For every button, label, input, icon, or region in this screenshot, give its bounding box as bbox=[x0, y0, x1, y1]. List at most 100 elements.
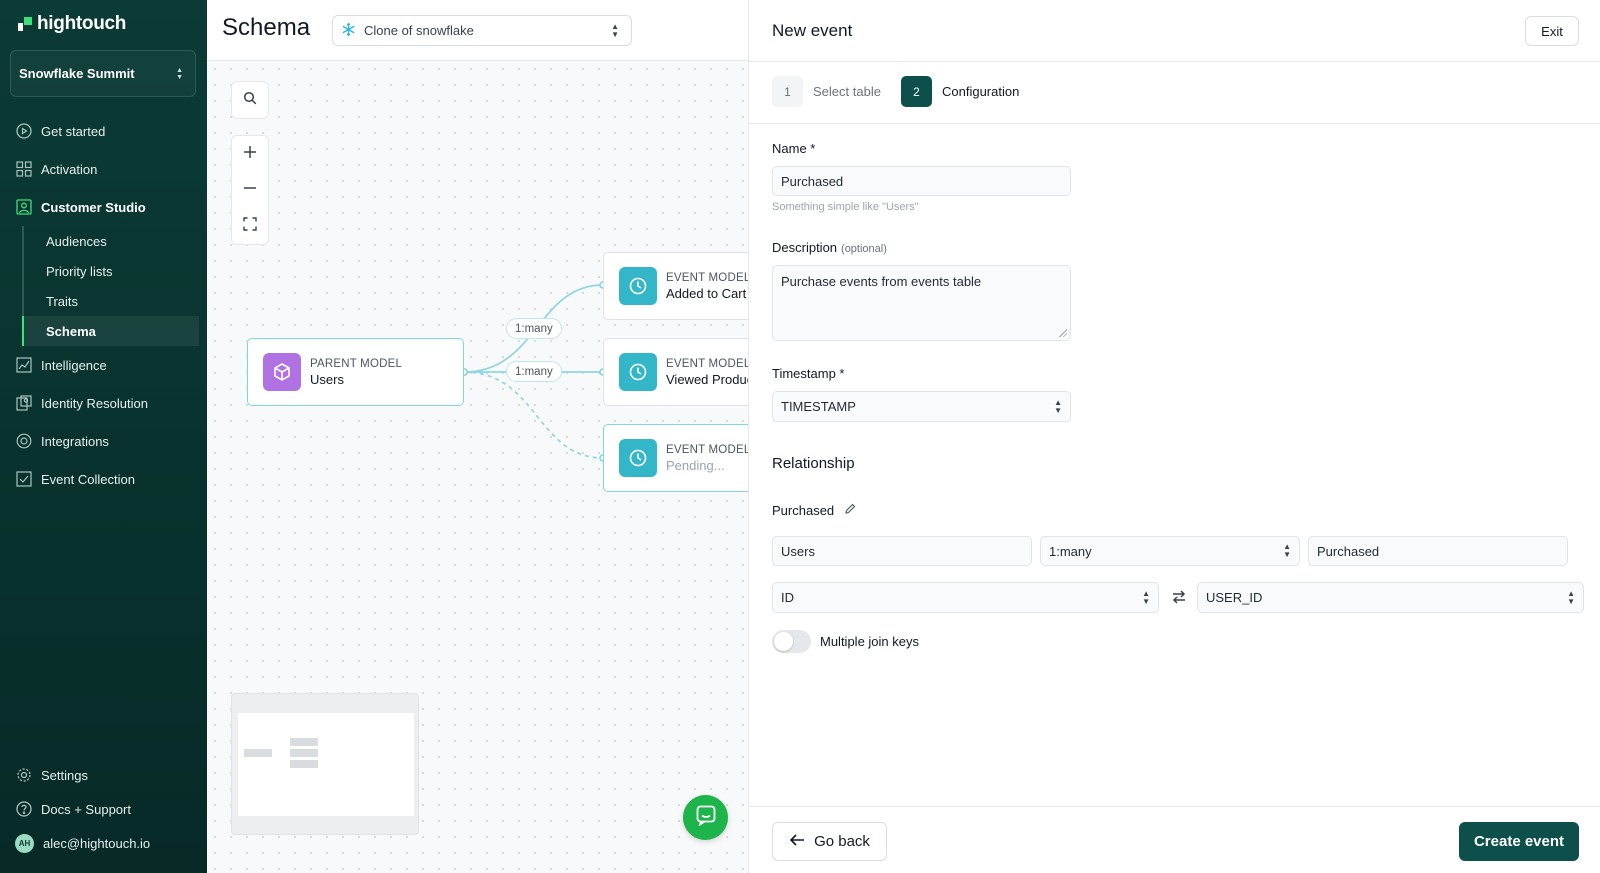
to-join-key-select[interactable]: USER_ID ▲▼ bbox=[1197, 582, 1584, 613]
timestamp-select[interactable]: TIMESTAMP ▲▼ bbox=[772, 391, 1071, 422]
node-name: Added to Cart bbox=[666, 285, 747, 301]
zoom-out-button[interactable] bbox=[232, 172, 268, 208]
multiple-join-keys-toggle[interactable] bbox=[772, 630, 811, 653]
chart-icon bbox=[15, 357, 32, 374]
sidebar: hightouch Snowflake Summit ▲▼ Get starte… bbox=[0, 0, 207, 873]
timestamp-label: Timestamp * bbox=[772, 366, 845, 381]
chevron-up-down-icon: ▲▼ bbox=[1283, 542, 1291, 559]
sidebar-item-label: Identity Resolution bbox=[41, 395, 148, 411]
minimap[interactable] bbox=[231, 693, 419, 835]
relationship-name-text: Purchased bbox=[772, 503, 835, 518]
step-select-table[interactable]: 1 Select table bbox=[772, 76, 881, 107]
sidebar-subitem-schema[interactable]: Schema bbox=[22, 316, 199, 346]
pencil-icon[interactable] bbox=[844, 503, 856, 518]
relationship-from-model: Users bbox=[772, 536, 1032, 566]
swap-arrows-icon[interactable] bbox=[1169, 587, 1189, 607]
node-kind: EVENT MODEL bbox=[666, 443, 748, 456]
canvas-search-button[interactable] bbox=[232, 82, 268, 118]
sidebar-item-settings[interactable]: Settings bbox=[0, 758, 207, 792]
edge-label-cardinality[interactable]: 1:many bbox=[506, 318, 562, 339]
minimap-viewport bbox=[238, 713, 414, 816]
event-model-node[interactable]: EVENT MODEL Added to Cart bbox=[603, 252, 748, 320]
relationship-title: Relationship bbox=[772, 455, 855, 472]
drawer-header: New event Exit bbox=[749, 0, 1600, 62]
chevron-up-down-icon: ▲▼ bbox=[1567, 588, 1575, 606]
node-kind: PARENT MODEL bbox=[310, 357, 403, 370]
clock-icon bbox=[619, 267, 657, 305]
plus-icon bbox=[243, 145, 257, 164]
minimap-node bbox=[290, 738, 318, 746]
new-event-drawer: New event Exit 1 Select table 2 Configur… bbox=[748, 0, 1600, 873]
support-chat-button[interactable] bbox=[683, 795, 728, 840]
name-label: Name * bbox=[772, 141, 816, 156]
multiple-join-keys-label: Multiple join keys bbox=[820, 634, 919, 649]
people-icon bbox=[15, 199, 32, 216]
description-textarea[interactable]: Purchase events from events table bbox=[772, 265, 1071, 341]
sidebar-item-label: Get started bbox=[41, 123, 106, 139]
minimap-node bbox=[290, 760, 318, 768]
logo-mark-icon bbox=[18, 17, 32, 31]
hightouch-logo[interactable]: hightouch bbox=[18, 13, 126, 35]
snowflake-icon bbox=[341, 22, 356, 40]
sidebar-item-label: Settings bbox=[41, 767, 88, 783]
sidebar-item-identity-resolution[interactable]: Identity Resolution bbox=[0, 384, 207, 422]
fit-view-button[interactable] bbox=[232, 208, 268, 244]
sidebar-item-user[interactable]: AH alec@hightouch.io bbox=[0, 826, 207, 860]
toggle-knob bbox=[774, 632, 793, 651]
search-toolbox bbox=[231, 81, 269, 119]
cardinality-select[interactable]: 1:many ▲▼ bbox=[1040, 536, 1300, 566]
chevron-up-down-icon: ▲▼ bbox=[611, 21, 619, 39]
minimap-node bbox=[244, 749, 272, 757]
resize-grip-icon[interactable] bbox=[1059, 329, 1067, 337]
go-back-button[interactable]: Go back bbox=[772, 822, 887, 861]
description-label: Description(optional) bbox=[772, 240, 887, 255]
source-select[interactable]: Clone of snowflake ▲▼ bbox=[332, 15, 632, 46]
sidebar-item-activation[interactable]: Activation bbox=[0, 150, 207, 188]
sidebar-item-integrations[interactable]: Integrations bbox=[0, 422, 207, 460]
zoom-in-button[interactable] bbox=[232, 136, 268, 172]
step-number: 1 bbox=[772, 76, 803, 107]
exit-button[interactable]: Exit bbox=[1525, 16, 1579, 46]
sidebar-subitem-traits[interactable]: Traits bbox=[46, 293, 79, 309]
sidebar-item-event-collection[interactable]: Event Collection bbox=[0, 460, 207, 498]
step-label: Configuration bbox=[942, 84, 1020, 99]
grid-icon bbox=[15, 161, 32, 178]
sidebar-subitem-audiences[interactable]: Audiences bbox=[46, 233, 107, 249]
drawer-footer: Go back Create event bbox=[749, 806, 1600, 873]
name-input[interactable]: Purchased bbox=[772, 166, 1071, 196]
parent-model-node[interactable]: PARENT MODEL Users bbox=[247, 338, 464, 406]
avatar: AH bbox=[15, 833, 34, 853]
workspace-switcher[interactable]: Snowflake Summit ▲▼ bbox=[10, 50, 196, 97]
from-join-key-select[interactable]: ID ▲▼ bbox=[772, 582, 1159, 613]
fullscreen-icon bbox=[243, 216, 257, 236]
sidebar-subitem-priority-lists[interactable]: Priority lists bbox=[46, 263, 113, 279]
node-kind: EVENT MODEL bbox=[666, 357, 748, 370]
event-model-node[interactable]: EVENT MODEL Viewed Product bbox=[603, 338, 748, 406]
play-circle-icon bbox=[15, 123, 32, 140]
search-icon bbox=[243, 91, 257, 110]
user-email: alec@hightouch.io bbox=[43, 835, 151, 851]
chevron-up-down-icon: ▲▼ bbox=[176, 66, 183, 81]
sidebar-item-label: Activation bbox=[41, 161, 98, 177]
node-name: Users bbox=[310, 371, 344, 387]
schema-canvas[interactable]: 1:many 1:many PARENT MODEL Users EVENT M… bbox=[207, 61, 748, 873]
integrations-icon bbox=[15, 433, 32, 450]
page-title: Schema bbox=[222, 14, 311, 41]
pending-event-node[interactable]: EVENT MODEL Pending... bbox=[603, 424, 748, 492]
step-configuration[interactable]: 2 Configuration bbox=[901, 76, 1019, 107]
relationship-to-model: Purchased bbox=[1308, 536, 1568, 566]
sidebar-item-intelligence[interactable]: Intelligence bbox=[0, 346, 207, 384]
go-back-label: Go back bbox=[814, 833, 870, 850]
timestamp-value: TIMESTAMP bbox=[781, 399, 856, 414]
create-event-button[interactable]: Create event bbox=[1459, 822, 1579, 861]
description-value: Purchase events from events table bbox=[781, 274, 982, 289]
sidebar-item-label: Customer Studio bbox=[41, 199, 146, 215]
sidebar-item-get-started[interactable]: Get started bbox=[0, 112, 207, 150]
cardinality-value: 1:many bbox=[1049, 543, 1092, 559]
wizard-steps: 1 Select table 2 Configuration bbox=[749, 62, 1600, 124]
sidebar-item-docs-support[interactable]: Docs + Support bbox=[0, 792, 207, 826]
arrow-left-icon bbox=[789, 833, 805, 851]
edge-label-cardinality[interactable]: 1:many bbox=[506, 361, 562, 382]
sidebar-item-customer-studio[interactable]: Customer Studio bbox=[0, 188, 207, 226]
sidebar-item-label: Event Collection bbox=[41, 471, 135, 487]
